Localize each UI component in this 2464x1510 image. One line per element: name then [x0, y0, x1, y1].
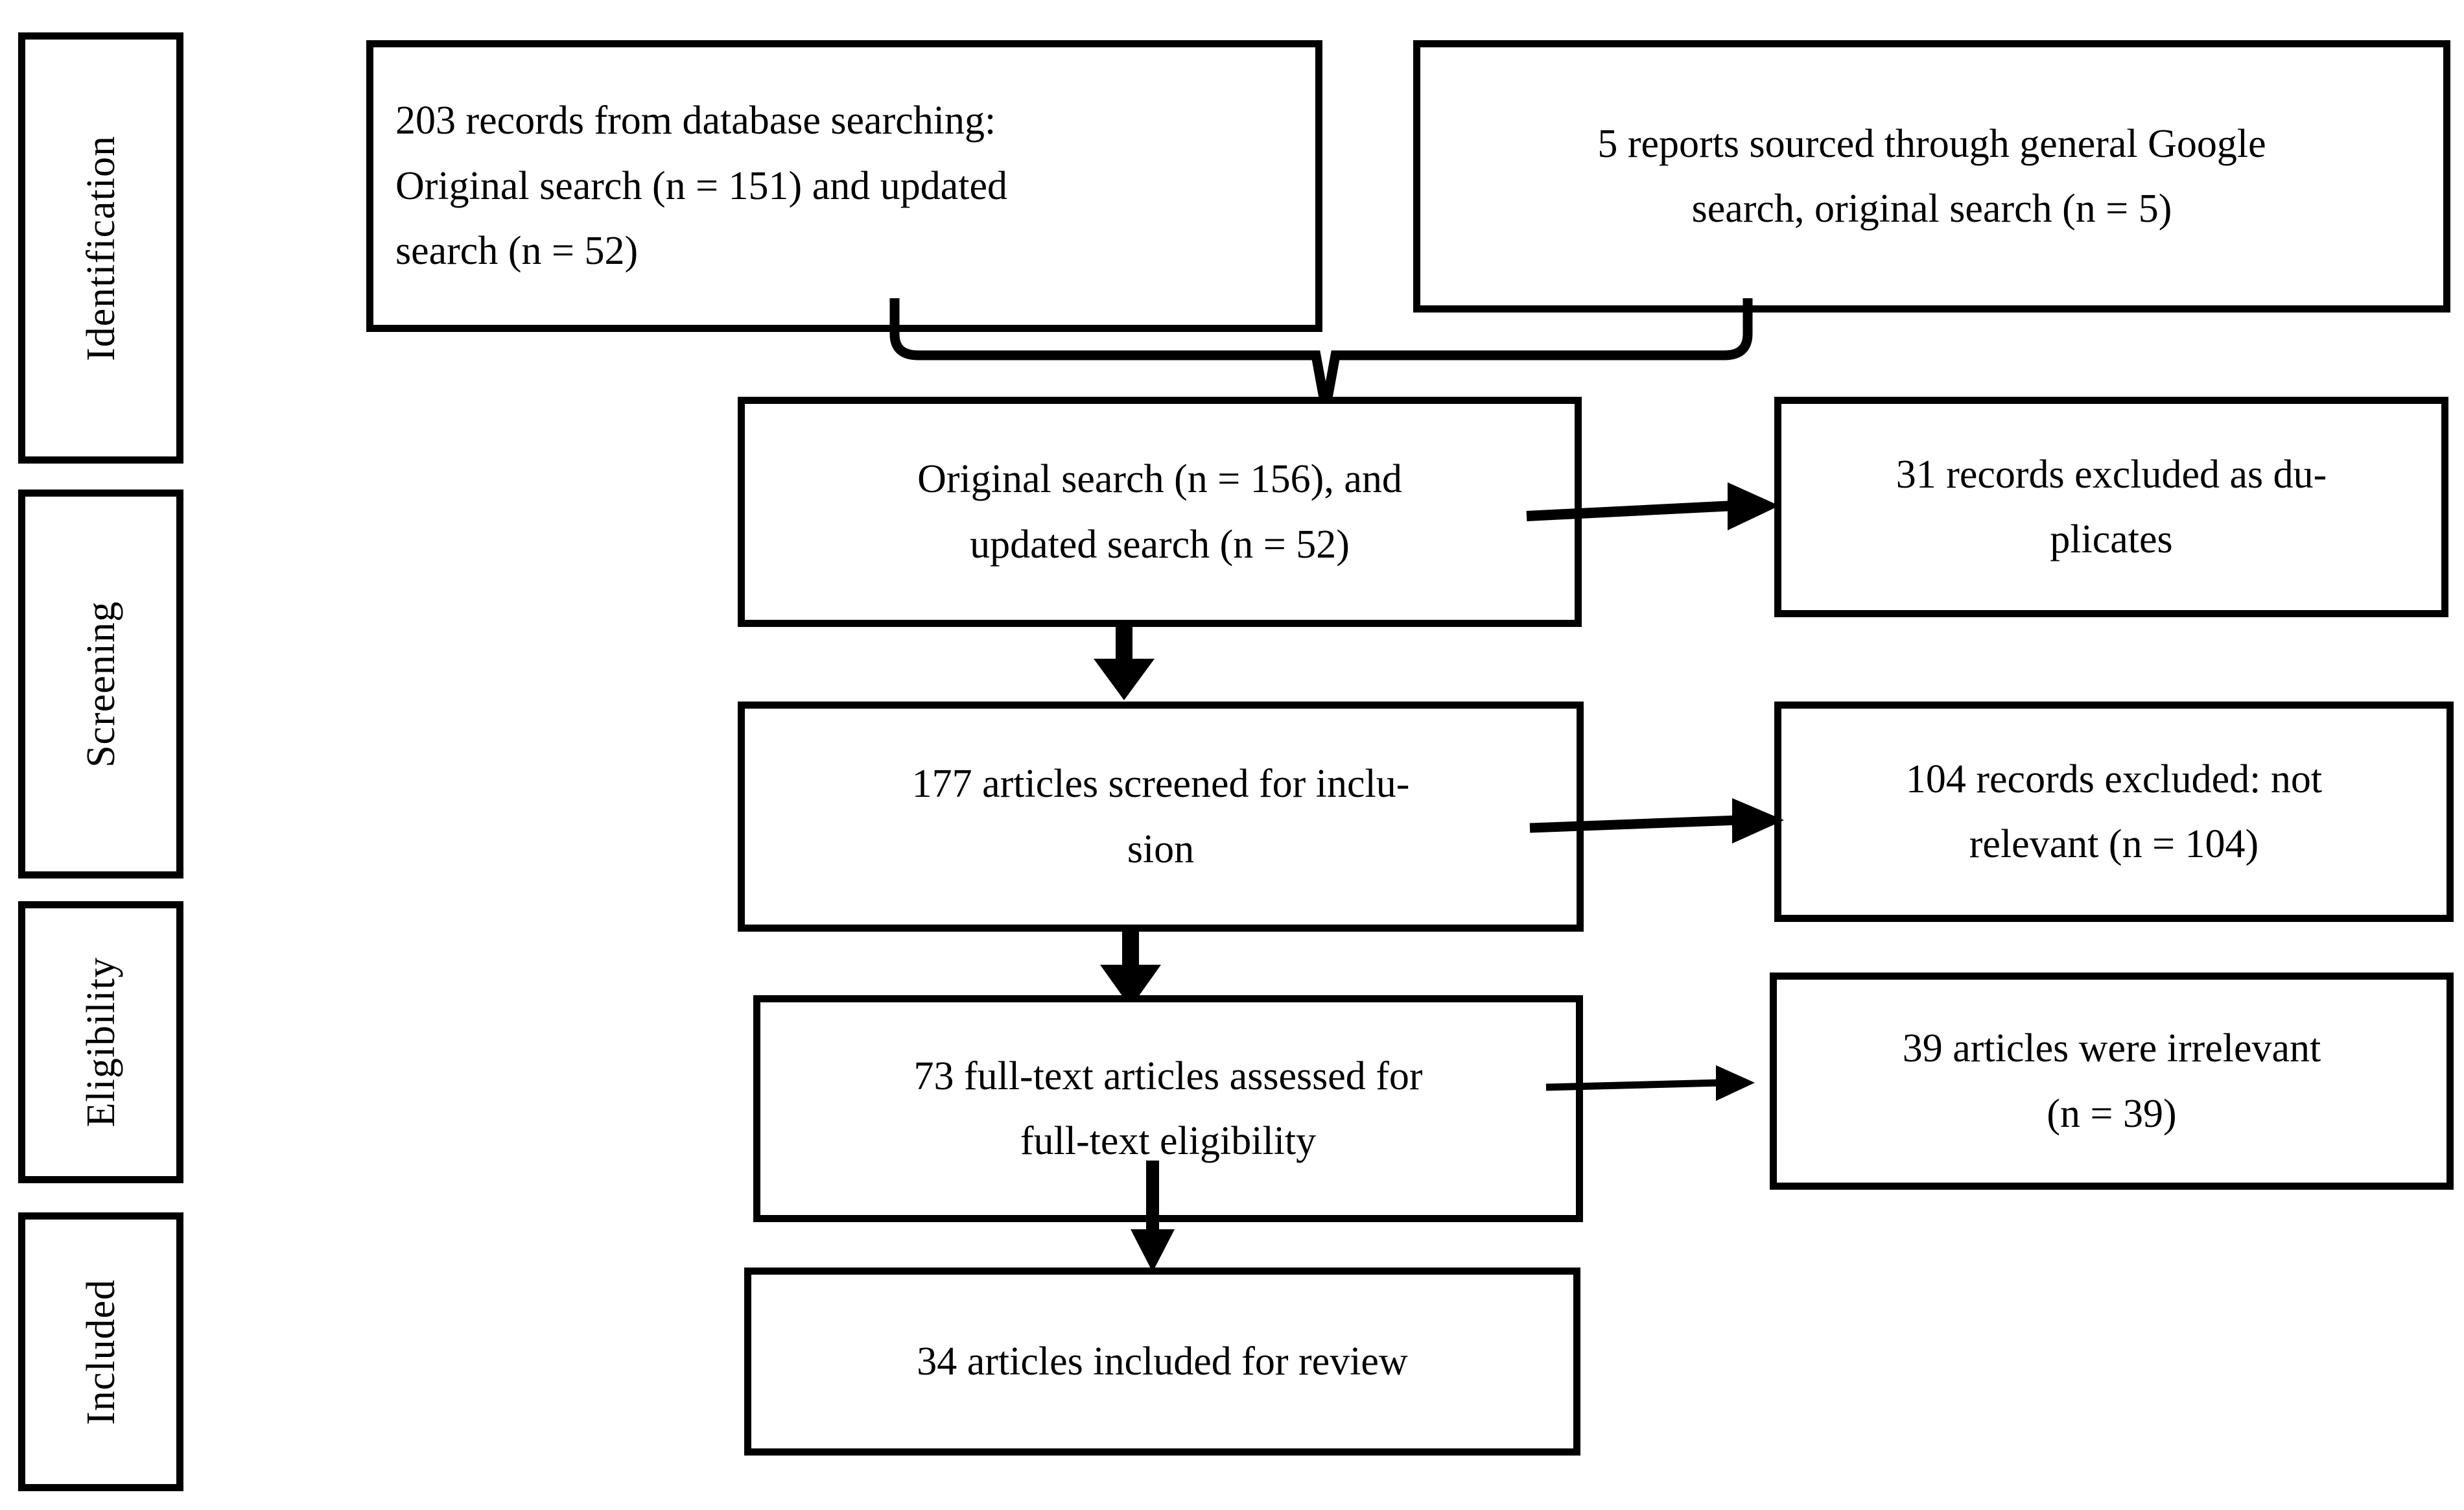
box-irrelevant-articles: 39 articles were irrelevant (n = 39): [1770, 973, 2454, 1190]
box-google-reports-line2: search, original search (n = 5): [1691, 187, 2172, 231]
box-database-records-line1: 203 records from database searching:: [395, 99, 996, 143]
box-included-for-review: 34 articles included for review: [744, 1268, 1580, 1456]
stage-box-identification: Identification: [18, 32, 183, 464]
box-duplicates-excluded-text: 31 records excluded as du- plicates: [1803, 442, 2419, 572]
box-included-for-review-line1: 34 articles included for review: [917, 1339, 1408, 1384]
box-fulltext-assessed: 73 full-text articles assessed for full-…: [753, 995, 1583, 1222]
box-database-records-text: 203 records from database searching: Ori…: [395, 88, 1293, 283]
box-database-records-line2: Original search (n = 151) and updated: [395, 163, 1007, 208]
stage-label-included: Included: [78, 1279, 123, 1425]
stage-box-screening: Screening: [18, 490, 183, 879]
box-combined-searches: Original search (n = 156), and updated s…: [738, 397, 1582, 627]
arrow-combined-to-screened: [1073, 622, 1196, 703]
box-screened-text: 177 articles screened for inclu- sion: [767, 751, 1555, 882]
stage-box-included: Included: [18, 1212, 183, 1491]
box-not-relevant-excluded-line2: relevant (n = 104): [1969, 822, 2259, 866]
box-combined-searches-line1: Original search (n = 156), and: [917, 457, 1402, 502]
box-database-records: 203 records from database searching: Ori…: [366, 40, 1322, 332]
box-google-reports-text: 5 reports sourced through general Google…: [1442, 112, 2421, 242]
box-not-relevant-excluded-text: 104 records excluded: not relevant (n = …: [1803, 747, 2424, 877]
box-duplicates-excluded-line1: 31 records excluded as du-: [1895, 452, 2327, 497]
box-screened-line2: sion: [1127, 827, 1195, 871]
box-included-for-review-text: 34 articles included for review: [773, 1329, 1551, 1394]
box-fulltext-assessed-line2: full-text eligibility: [1020, 1119, 1317, 1163]
stage-label-identification: Identification: [78, 135, 123, 361]
box-fulltext-assessed-text: 73 full-text articles assessed for full-…: [782, 1044, 1554, 1174]
box-fulltext-assessed-line1: 73 full-text articles assessed for: [913, 1054, 1423, 1098]
stage-box-eligibility: Eligibility: [18, 901, 183, 1183]
box-google-reports: 5 reports sourced through general Google…: [1413, 40, 2450, 313]
box-irrelevant-articles-text: 39 articles were irrelevant (n = 39): [1799, 1016, 2424, 1146]
box-duplicates-excluded-line2: plicates: [2050, 517, 2173, 561]
box-irrelevant-articles-line2: (n = 39): [2047, 1091, 2177, 1136]
box-duplicates-excluded: 31 records excluded as du- plicates: [1774, 397, 2448, 617]
box-irrelevant-articles-line1: 39 articles were irrelevant: [1902, 1026, 2321, 1071]
box-google-reports-line1: 5 reports sourced through general Google: [1597, 121, 2266, 166]
box-database-records-line3: search (n = 52): [395, 229, 639, 274]
box-combined-searches-line2: updated search (n = 52): [970, 522, 1350, 567]
stage-label-eligibility: Eligibility: [78, 957, 123, 1127]
box-not-relevant-excluded: 104 records excluded: not relevant (n = …: [1774, 702, 2454, 922]
box-not-relevant-excluded-line1: 104 records excluded: not: [1905, 757, 2323, 801]
box-screened: 177 articles screened for inclu- sion: [738, 702, 1584, 932]
stage-label-screening: Screening: [78, 600, 123, 768]
box-combined-searches-text: Original search (n = 156), and updated s…: [767, 447, 1553, 577]
box-screened-line1: 177 articles screened for inclu-: [911, 762, 1410, 807]
